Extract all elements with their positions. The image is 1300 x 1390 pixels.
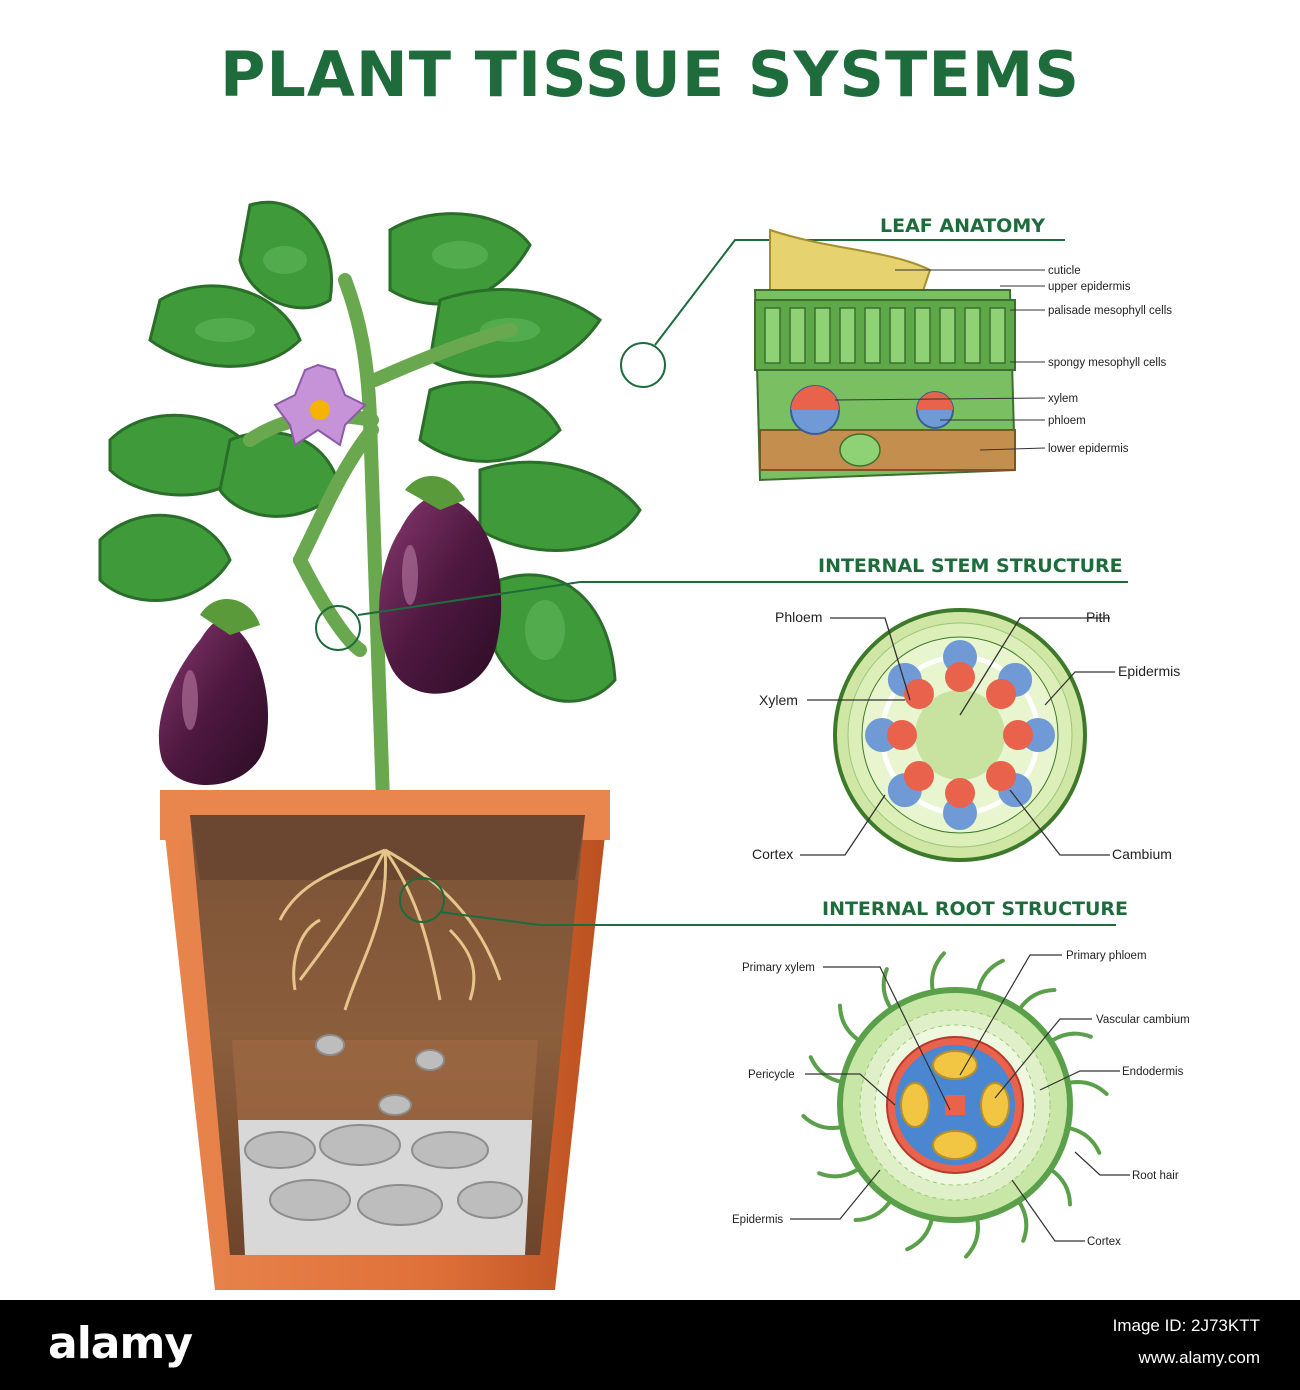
label-root-cortex: Cortex bbox=[1087, 1236, 1121, 1248]
label-root-epidermis: Epidermis bbox=[732, 1214, 783, 1226]
root-hair bbox=[837, 1003, 862, 1043]
label-cuticle: cuticle bbox=[1048, 265, 1081, 277]
label-endodermis: Endodermis bbox=[1122, 1066, 1184, 1078]
root-hair bbox=[1017, 987, 1057, 1012]
label-pericycle: Pericycle bbox=[748, 1069, 795, 1081]
stem-xylem-bundle bbox=[903, 678, 934, 709]
stem-xylem-bundle bbox=[903, 761, 934, 792]
label-stem-cortex: Cortex bbox=[752, 846, 793, 862]
eggplant-plant-illustration bbox=[98, 200, 642, 867]
eggplant-fruit-left bbox=[158, 598, 269, 786]
root-hair bbox=[881, 967, 894, 1012]
stem-xylem-bundle bbox=[986, 761, 1017, 792]
label-lower-epidermis: lower epidermis bbox=[1048, 443, 1129, 455]
root-hair bbox=[930, 951, 946, 995]
source-url: www.alamy.com bbox=[1138, 1348, 1260, 1367]
label-root-hair: Root hair bbox=[1132, 1170, 1179, 1182]
footer-bar: alamy Image ID: 2J73KTT www.alamy.com bbox=[0, 1300, 1300, 1390]
eggplant-fruit-right bbox=[379, 476, 502, 694]
root-hair bbox=[853, 1198, 893, 1222]
palisade-cells bbox=[764, 307, 1006, 364]
label-stem-pith: Pith bbox=[1086, 609, 1110, 625]
label-vascular-cambium: Vascular cambium bbox=[1096, 1014, 1190, 1026]
root-hair bbox=[817, 1166, 862, 1179]
stem-leader-lines bbox=[800, 617, 1115, 856]
brand-logo: alamy bbox=[48, 1318, 193, 1369]
stem-cross-section bbox=[833, 608, 1087, 862]
pot-cross-section bbox=[160, 790, 610, 1290]
label-spongy-mesophyll: spongy mesophyll cells bbox=[1048, 357, 1167, 369]
label-upper-epidermis: upper epidermis bbox=[1048, 281, 1131, 293]
flower-icon bbox=[273, 363, 367, 447]
root-hair bbox=[801, 1114, 845, 1130]
root-title: INTERNAL ROOT STRUCTURE bbox=[822, 898, 1128, 920]
root-hair bbox=[964, 1215, 980, 1259]
stem-xylem-bundle bbox=[887, 720, 917, 750]
stem-labels: Phloem Pith Epidermis Xylem Cortex Cambi… bbox=[752, 609, 1180, 862]
root-hair bbox=[1048, 1031, 1093, 1044]
label-stem-cambium: Cambium bbox=[1112, 846, 1172, 862]
pebbles bbox=[244, 1034, 523, 1226]
leaf-leader-lines bbox=[834, 269, 1046, 451]
label-stem-xylem: Xylem bbox=[759, 692, 798, 708]
leaf-anatomy-section: LEAF ANATOMY bbox=[753, 215, 1172, 482]
root-labels: Primary xylem Primary phloem Vascular ca… bbox=[732, 950, 1190, 1248]
root-structure-section: INTERNAL ROOT STRUCTURE bbox=[732, 898, 1190, 1259]
root-hair bbox=[1065, 1080, 1109, 1096]
leaf-block-illustration bbox=[753, 228, 1017, 482]
leaf-labels: cuticle upper epidermis palisade mesophy… bbox=[1048, 265, 1172, 455]
root-hair bbox=[1016, 1198, 1029, 1243]
image-id: Image ID: 2J73KTT bbox=[1112, 1316, 1260, 1335]
leaf-anatomy-title: LEAF ANATOMY bbox=[880, 215, 1045, 237]
root-hair bbox=[1048, 1167, 1072, 1207]
leaf-highlights bbox=[195, 241, 565, 660]
label-stem-phloem: Phloem bbox=[775, 609, 822, 625]
stems bbox=[243, 273, 517, 867]
root-hair bbox=[1065, 1125, 1102, 1155]
stem-xylem-bundle bbox=[986, 678, 1017, 709]
roots bbox=[278, 848, 502, 1011]
stem-xylem-bundle bbox=[945, 778, 975, 808]
page-title: PLANT TISSUE SYSTEMS bbox=[219, 38, 1081, 111]
root-hair bbox=[905, 1215, 935, 1252]
stem-title: INTERNAL STEM STRUCTURE bbox=[818, 555, 1123, 577]
root-cross-section bbox=[801, 951, 1109, 1259]
label-primary-xylem: Primary xylem bbox=[742, 962, 815, 974]
label-primary-phloem: Primary phloem bbox=[1066, 950, 1147, 962]
root-leader-lines bbox=[790, 954, 1130, 1242]
root-hair bbox=[975, 958, 1005, 995]
label-phloem: phloem bbox=[1048, 415, 1086, 427]
stem-xylem-bundle bbox=[1003, 720, 1033, 750]
root-hair bbox=[808, 1055, 845, 1085]
label-palisade-mesophyll: palisade mesophyll cells bbox=[1048, 305, 1172, 317]
stem-structure-section: INTERNAL STEM STRUCTURE Phloem Pith Epid… bbox=[752, 555, 1180, 862]
label-stem-epidermis: Epidermis bbox=[1118, 663, 1180, 679]
callout-lines bbox=[315, 239, 1128, 926]
label-xylem: xylem bbox=[1048, 393, 1078, 405]
stem-xylem-bundle bbox=[945, 662, 975, 692]
